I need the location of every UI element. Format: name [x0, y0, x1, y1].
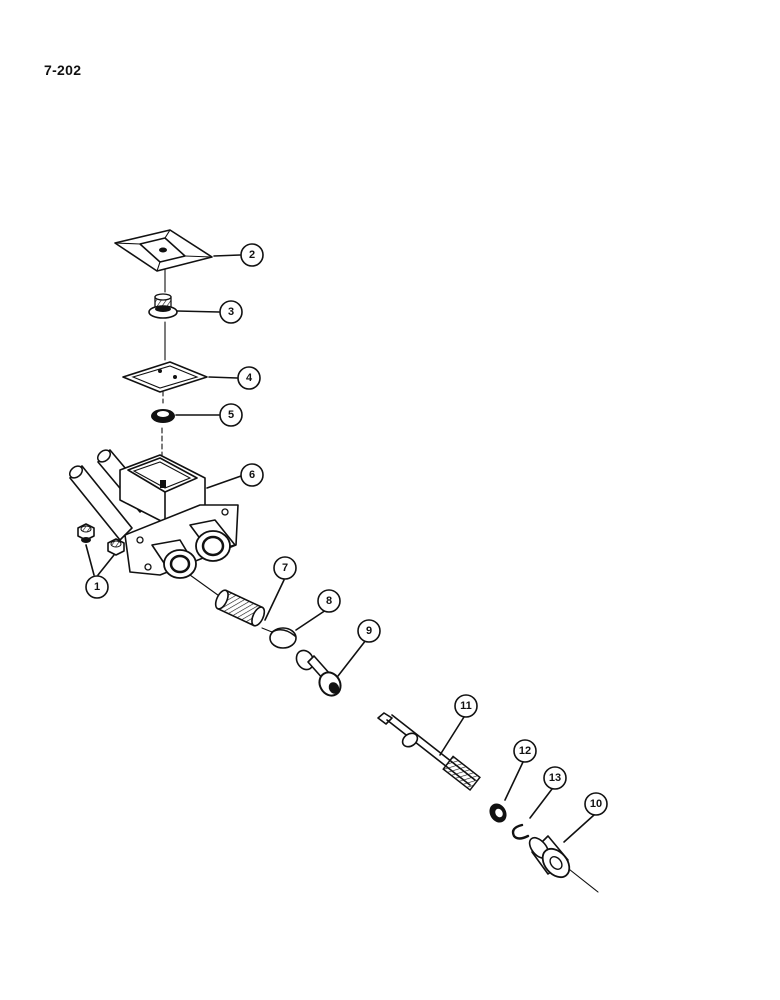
- callout-9: 9: [357, 619, 381, 643]
- svg-text:11: 11: [460, 700, 472, 712]
- part-fitting: [148, 293, 178, 319]
- callout-12: 12: [513, 739, 537, 763]
- part-cup: [269, 627, 297, 649]
- svg-text:13: 13: [549, 772, 561, 784]
- part-piston: [295, 649, 342, 697]
- callout-4: 4: [237, 366, 261, 390]
- leader-lines: [85, 254, 595, 843]
- part-push-rod: [377, 712, 481, 792]
- part-nut: [489, 803, 507, 823]
- svg-text:1: 1: [94, 581, 100, 593]
- svg-text:5: 5: [228, 409, 234, 421]
- callout-6: 6: [240, 463, 264, 487]
- part-spring: [214, 589, 266, 627]
- svg-text:2: 2: [249, 249, 255, 261]
- callout-1: 1: [85, 575, 109, 599]
- callout-3: 3: [219, 300, 243, 324]
- part-gasket: [122, 361, 208, 393]
- callout-13: 13: [543, 766, 567, 790]
- callout-5: 5: [219, 403, 243, 427]
- svg-text:9: 9: [366, 625, 372, 637]
- part-seal: [151, 409, 175, 423]
- part-clip: [511, 823, 530, 840]
- page-number: 7-202: [44, 62, 82, 78]
- svg-text:8: 8: [326, 595, 332, 607]
- callout-8: 8: [317, 589, 341, 613]
- svg-text:10: 10: [590, 798, 602, 810]
- part-cover: [114, 229, 213, 272]
- part-boot: [528, 835, 571, 879]
- callout-2: 2: [240, 243, 264, 267]
- callout-7: 7: [273, 556, 297, 580]
- svg-text:4: 4: [246, 372, 253, 384]
- callout-10: 10: [584, 792, 608, 816]
- svg-text:3: 3: [228, 306, 234, 318]
- part-bleeder-screws: [77, 523, 125, 556]
- svg-text:6: 6: [249, 469, 255, 481]
- assembly-lines: [161, 267, 599, 893]
- part-cylinder-body: [68, 449, 239, 579]
- callout-11: 11: [454, 694, 478, 718]
- svg-text:7: 7: [282, 562, 288, 574]
- svg-text:12: 12: [519, 745, 531, 757]
